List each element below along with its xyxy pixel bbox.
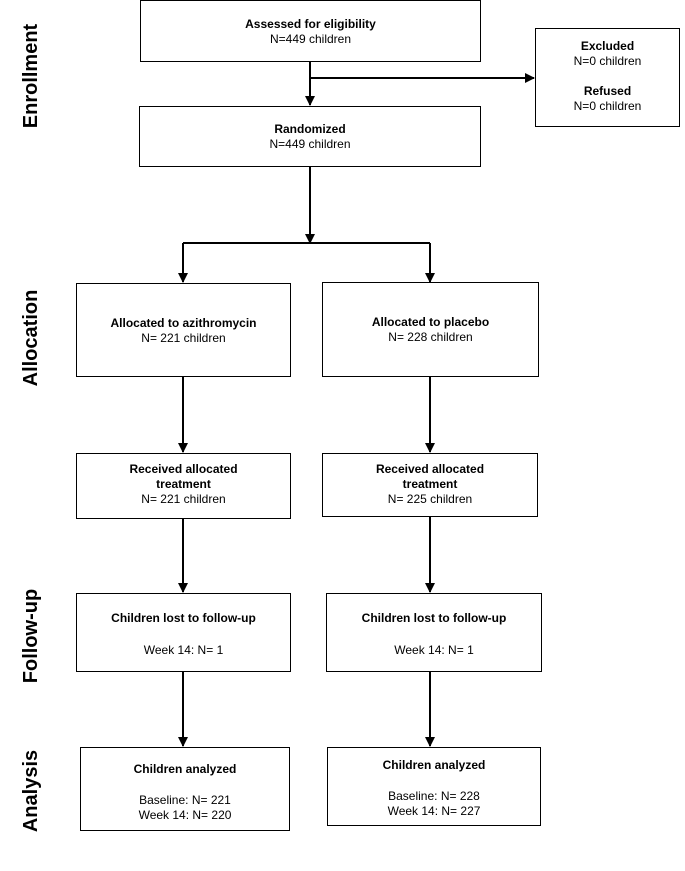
analyzed-placebo-box: Children analyzed Baseline: N= 228 Week … xyxy=(327,747,541,826)
excluded-count: N=0 children xyxy=(573,54,642,68)
received-azithromycin-count: N= 221 children xyxy=(141,492,226,506)
assessed-count: N=449 children xyxy=(269,32,352,46)
allocated-azithromycin-title: Allocated to azithromycin xyxy=(110,316,257,330)
lost-azithromycin-title: Children lost to follow-up xyxy=(111,611,256,625)
analyzed-azithromycin-box: Children analyzed Baseline: N= 221 Week … xyxy=(80,747,290,831)
received-placebo-count: N= 225 children xyxy=(387,492,473,506)
randomized-count: N=449 children xyxy=(269,137,351,151)
excluded-title: Excluded xyxy=(580,39,635,53)
lost-azithromycin-week: Week 14: N= 1 xyxy=(143,643,224,657)
analyzed-azithromycin-baseline: Baseline: N= 221 xyxy=(139,793,231,807)
lost-placebo-box: Children lost to follow-up Week 14: N= 1 xyxy=(326,593,542,672)
analyzed-placebo-baseline: Baseline: N= 228 xyxy=(388,789,480,803)
flow-connectors xyxy=(178,62,535,747)
received-azithromycin-box: Received allocated treatment N= 221 chil… xyxy=(76,453,291,519)
allocated-placebo-box: Allocated to placebo N= 228 children xyxy=(322,282,539,377)
received-placebo-title-1: Received allocated xyxy=(375,462,485,476)
analyzed-azithromycin-title: Children analyzed xyxy=(133,762,237,776)
received-azithromycin-title-2: treatment xyxy=(156,477,211,491)
received-placebo-title-2: treatment xyxy=(402,477,458,491)
analyzed-azithromycin-week14: Week 14: N= 220 xyxy=(138,808,232,822)
allocated-placebo-title: Allocated to placebo xyxy=(371,315,490,329)
refused-title: Refused xyxy=(583,84,632,98)
lost-placebo-week: Week 14: N= 1 xyxy=(394,643,474,657)
received-azithromycin-title-1: Received allocated xyxy=(129,462,238,476)
lost-placebo-title: Children lost to follow-up xyxy=(361,611,507,625)
lost-azithromycin-box: Children lost to follow-up Week 14: N= 1 xyxy=(76,593,291,672)
refused-count: N=0 children xyxy=(573,99,642,113)
analyzed-placebo-week14: Week 14: N= 227 xyxy=(387,804,481,818)
excluded-box: Excluded N=0 children Refused N=0 childr… xyxy=(535,28,680,127)
randomized-title: Randomized xyxy=(274,122,346,136)
randomized-box: Randomized N=449 children xyxy=(139,106,481,167)
allocated-placebo-count: N= 228 children xyxy=(388,330,473,344)
assessed-title: Assessed for eligibility xyxy=(245,17,376,31)
allocated-azithromycin-count: N= 221 children xyxy=(141,331,226,345)
allocated-azithromycin-box: Allocated to azithromycin N= 221 childre… xyxy=(76,283,291,377)
analyzed-placebo-title: Children analyzed xyxy=(382,758,486,772)
received-placebo-box: Received allocated treatment N= 225 chil… xyxy=(322,453,538,517)
assessed-for-eligibility-box: Assessed for eligibility N=449 children xyxy=(140,0,481,62)
